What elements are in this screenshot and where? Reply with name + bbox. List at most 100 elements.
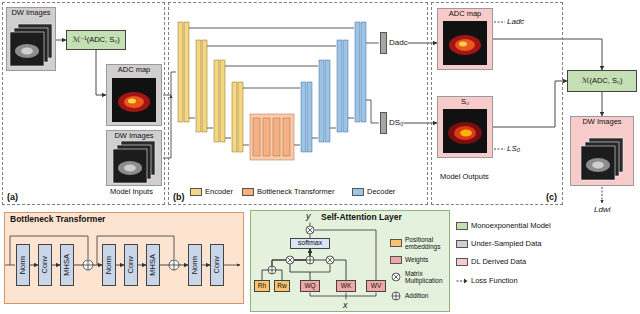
image-panel: DW Images bbox=[570, 116, 634, 186]
layer-label: MHSA bbox=[149, 254, 158, 276]
connector bbox=[116, 265, 124, 266]
feature-label: Dadc bbox=[389, 38, 408, 47]
label-anchor: y bbox=[306, 211, 311, 221]
legend-item: Positional embeddings bbox=[390, 236, 448, 251]
multiplication-symbol bbox=[307, 227, 313, 233]
layer-block: Conv bbox=[124, 244, 138, 286]
legend-swatch bbox=[456, 222, 468, 230]
multiplication-symbol bbox=[287, 257, 293, 263]
legend-text: Positional embeddings bbox=[405, 236, 448, 251]
layer-label: Norm bbox=[19, 256, 28, 274]
label-anchor: x bbox=[343, 300, 348, 310]
image-panel: ADC map bbox=[437, 8, 493, 70]
figure-label: Model Outputs bbox=[440, 173, 489, 182]
connector bbox=[52, 265, 60, 266]
panel-fill bbox=[4, 212, 244, 304]
layer-label: Conv bbox=[41, 256, 50, 274]
layer-block: Norm bbox=[102, 244, 116, 286]
box-label: Rh bbox=[258, 282, 266, 289]
connector bbox=[602, 92, 603, 116]
figure-panel: (b)DadcDS₀ bbox=[168, 2, 428, 205]
legend-text: Under-Sampled Data bbox=[471, 240, 541, 249]
layer-label: Conv bbox=[127, 256, 136, 274]
box-label: WQ bbox=[304, 282, 315, 289]
legend-item: Under-Sampled Data bbox=[456, 240, 564, 249]
bottleneck-blocks bbox=[253, 118, 290, 156]
legend-text: Decoder bbox=[367, 188, 395, 197]
legend-item: Decoder bbox=[352, 188, 395, 197]
legend-text: Encoder bbox=[205, 188, 233, 197]
module-title: Bottleneck Transformer bbox=[10, 215, 105, 225]
addition-symbol bbox=[83, 260, 93, 270]
legend-item: Loss Function bbox=[456, 276, 564, 286]
image-caption: S₀ bbox=[461, 98, 469, 107]
panel-fill bbox=[250, 210, 450, 312]
multiplication-symbol bbox=[327, 257, 333, 263]
data-background bbox=[6, 7, 162, 186]
legend-swatch bbox=[456, 240, 468, 248]
legend-swatch bbox=[456, 258, 468, 266]
addition-symbol bbox=[169, 260, 179, 270]
box-label: WV bbox=[371, 282, 381, 289]
layer-block: MHSA bbox=[60, 244, 74, 286]
legend-text: Monoexponential Model bbox=[471, 222, 551, 231]
layer-label: Norm bbox=[105, 256, 114, 274]
legend-text: Matrix Multiplication bbox=[405, 270, 448, 285]
legend-item: Addition bbox=[390, 291, 448, 301]
s0-image bbox=[443, 109, 487, 153]
figure-label: Ladc bbox=[507, 17, 524, 26]
layer-label: Norm bbox=[191, 256, 200, 274]
connector bbox=[56, 40, 66, 41]
image-caption: DW Images bbox=[114, 132, 153, 141]
legend-item: Matrix Multiplication bbox=[390, 270, 448, 285]
layer-block: Conv bbox=[38, 244, 52, 286]
connector bbox=[96, 50, 106, 95]
box-label: softmax bbox=[298, 239, 323, 247]
legend-swatch bbox=[352, 188, 364, 196]
adc-map-image bbox=[112, 78, 156, 122]
operator-sample bbox=[392, 273, 400, 281]
legend-text: Loss Function bbox=[471, 277, 518, 286]
legend-text: Addition bbox=[405, 292, 429, 299]
box-label: Rw bbox=[277, 282, 286, 289]
output-feature: Dadc bbox=[380, 32, 408, 54]
image-panel: DW Images bbox=[106, 130, 162, 186]
label-anchor: LS₀ bbox=[507, 144, 520, 153]
module-title: Self-Attention Layer bbox=[321, 213, 402, 223]
layer-label: Conv bbox=[213, 256, 222, 274]
label-anchor: Ladc bbox=[507, 17, 524, 26]
dw-image-stack bbox=[581, 138, 623, 180]
addition-symbol bbox=[306, 256, 314, 264]
layer-block: Conv bbox=[210, 244, 224, 286]
output-feature: DS₀ bbox=[380, 112, 403, 134]
legend-item: Monoexponential Model bbox=[456, 222, 564, 231]
dw-image-stack bbox=[113, 141, 155, 183]
addition-symbol bbox=[268, 266, 276, 274]
network-wires bbox=[163, 28, 379, 158]
image-panel: ADC map bbox=[106, 64, 162, 126]
connector bbox=[493, 39, 602, 70]
figure-label: Model Inputs bbox=[110, 188, 153, 197]
legend-text: DL Derived Data bbox=[471, 258, 526, 267]
connector bbox=[262, 249, 310, 280]
loss-arrow-sample bbox=[457, 281, 465, 282]
layer-block: Norm bbox=[16, 244, 30, 286]
legend-item: DL Derived Data bbox=[456, 258, 564, 267]
bottleneck-frame bbox=[250, 114, 294, 160]
panel-letter: (a) bbox=[7, 192, 18, 202]
process-box: WK bbox=[336, 280, 356, 292]
box-label: WK bbox=[341, 282, 351, 289]
legend-sample bbox=[456, 276, 468, 286]
dw-image-stack bbox=[10, 24, 52, 66]
process-box: Rw bbox=[274, 280, 290, 292]
connector bbox=[408, 43, 437, 44]
feature-bar bbox=[380, 112, 387, 134]
process-box: Rh bbox=[254, 280, 270, 292]
legend-item: Bottleneck Transformer bbox=[242, 188, 335, 197]
addition-symbol bbox=[268, 266, 276, 274]
loss-arrow-sample bbox=[464, 279, 468, 284]
operator-sample bbox=[392, 292, 400, 300]
layer-label: MHSA bbox=[63, 254, 72, 276]
